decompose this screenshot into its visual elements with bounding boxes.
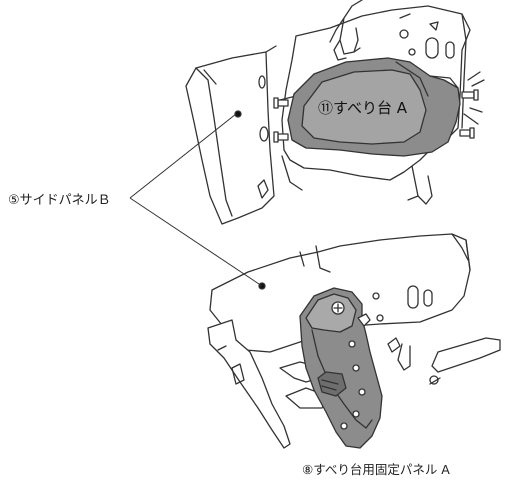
panel-slot — [425, 37, 439, 59]
panel-hole — [258, 75, 266, 89]
bottom-assembly — [207, 233, 501, 449]
side-panel-b-label: ⑤サイドパネルＢ — [8, 193, 111, 208]
top-assembly — [185, 0, 485, 225]
panel-slot — [423, 289, 433, 307]
slide-a-label: ⑪すべり台 A — [318, 99, 407, 117]
side-rail — [207, 319, 291, 449]
slide-a-part — [273, 57, 485, 157]
leader-line-top — [129, 113, 237, 199]
panel-hole — [259, 126, 269, 142]
slide-fixing-panel-a-label: ⑧すべり台用固定パネル A — [302, 462, 450, 477]
hand-illustration — [329, 0, 363, 61]
panel-hole — [257, 179, 269, 199]
panel-slot — [407, 285, 419, 309]
side-panel-b-top — [185, 45, 277, 225]
panel-slot — [445, 41, 455, 59]
right-leg — [429, 337, 501, 385]
bolt — [273, 89, 479, 143]
leader-line-bottom — [129, 197, 263, 287]
callout-lines — [129, 113, 263, 287]
slide-fixing-panel-a-part — [299, 287, 401, 449]
